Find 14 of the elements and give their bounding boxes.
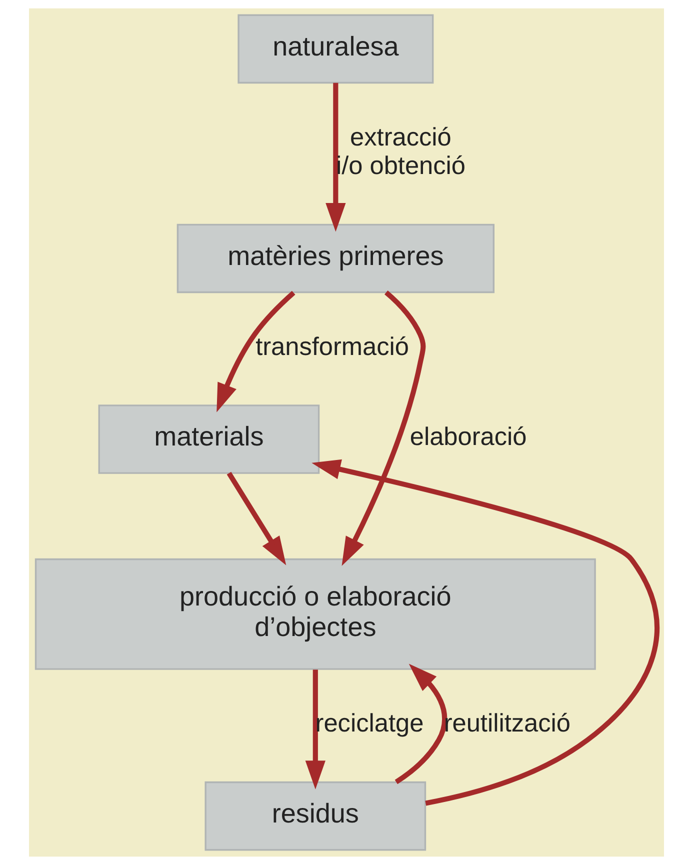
node-box: naturalesa: [237, 14, 434, 84]
edge-label: transformació: [255, 332, 409, 361]
arrow: [341, 290, 426, 566]
node-box: residus: [204, 781, 426, 851]
node-box: materials: [98, 404, 320, 474]
node-box: matèries primeres: [176, 224, 494, 294]
node-box: producció o elaboració d’objectes: [34, 558, 596, 670]
arrow: [325, 82, 346, 232]
arrow: [226, 472, 286, 566]
arrow: [311, 459, 659, 806]
edge-label: elaboració: [409, 423, 526, 452]
arrow: [304, 670, 325, 790]
arrow: [216, 290, 295, 412]
arrow: [394, 664, 447, 784]
